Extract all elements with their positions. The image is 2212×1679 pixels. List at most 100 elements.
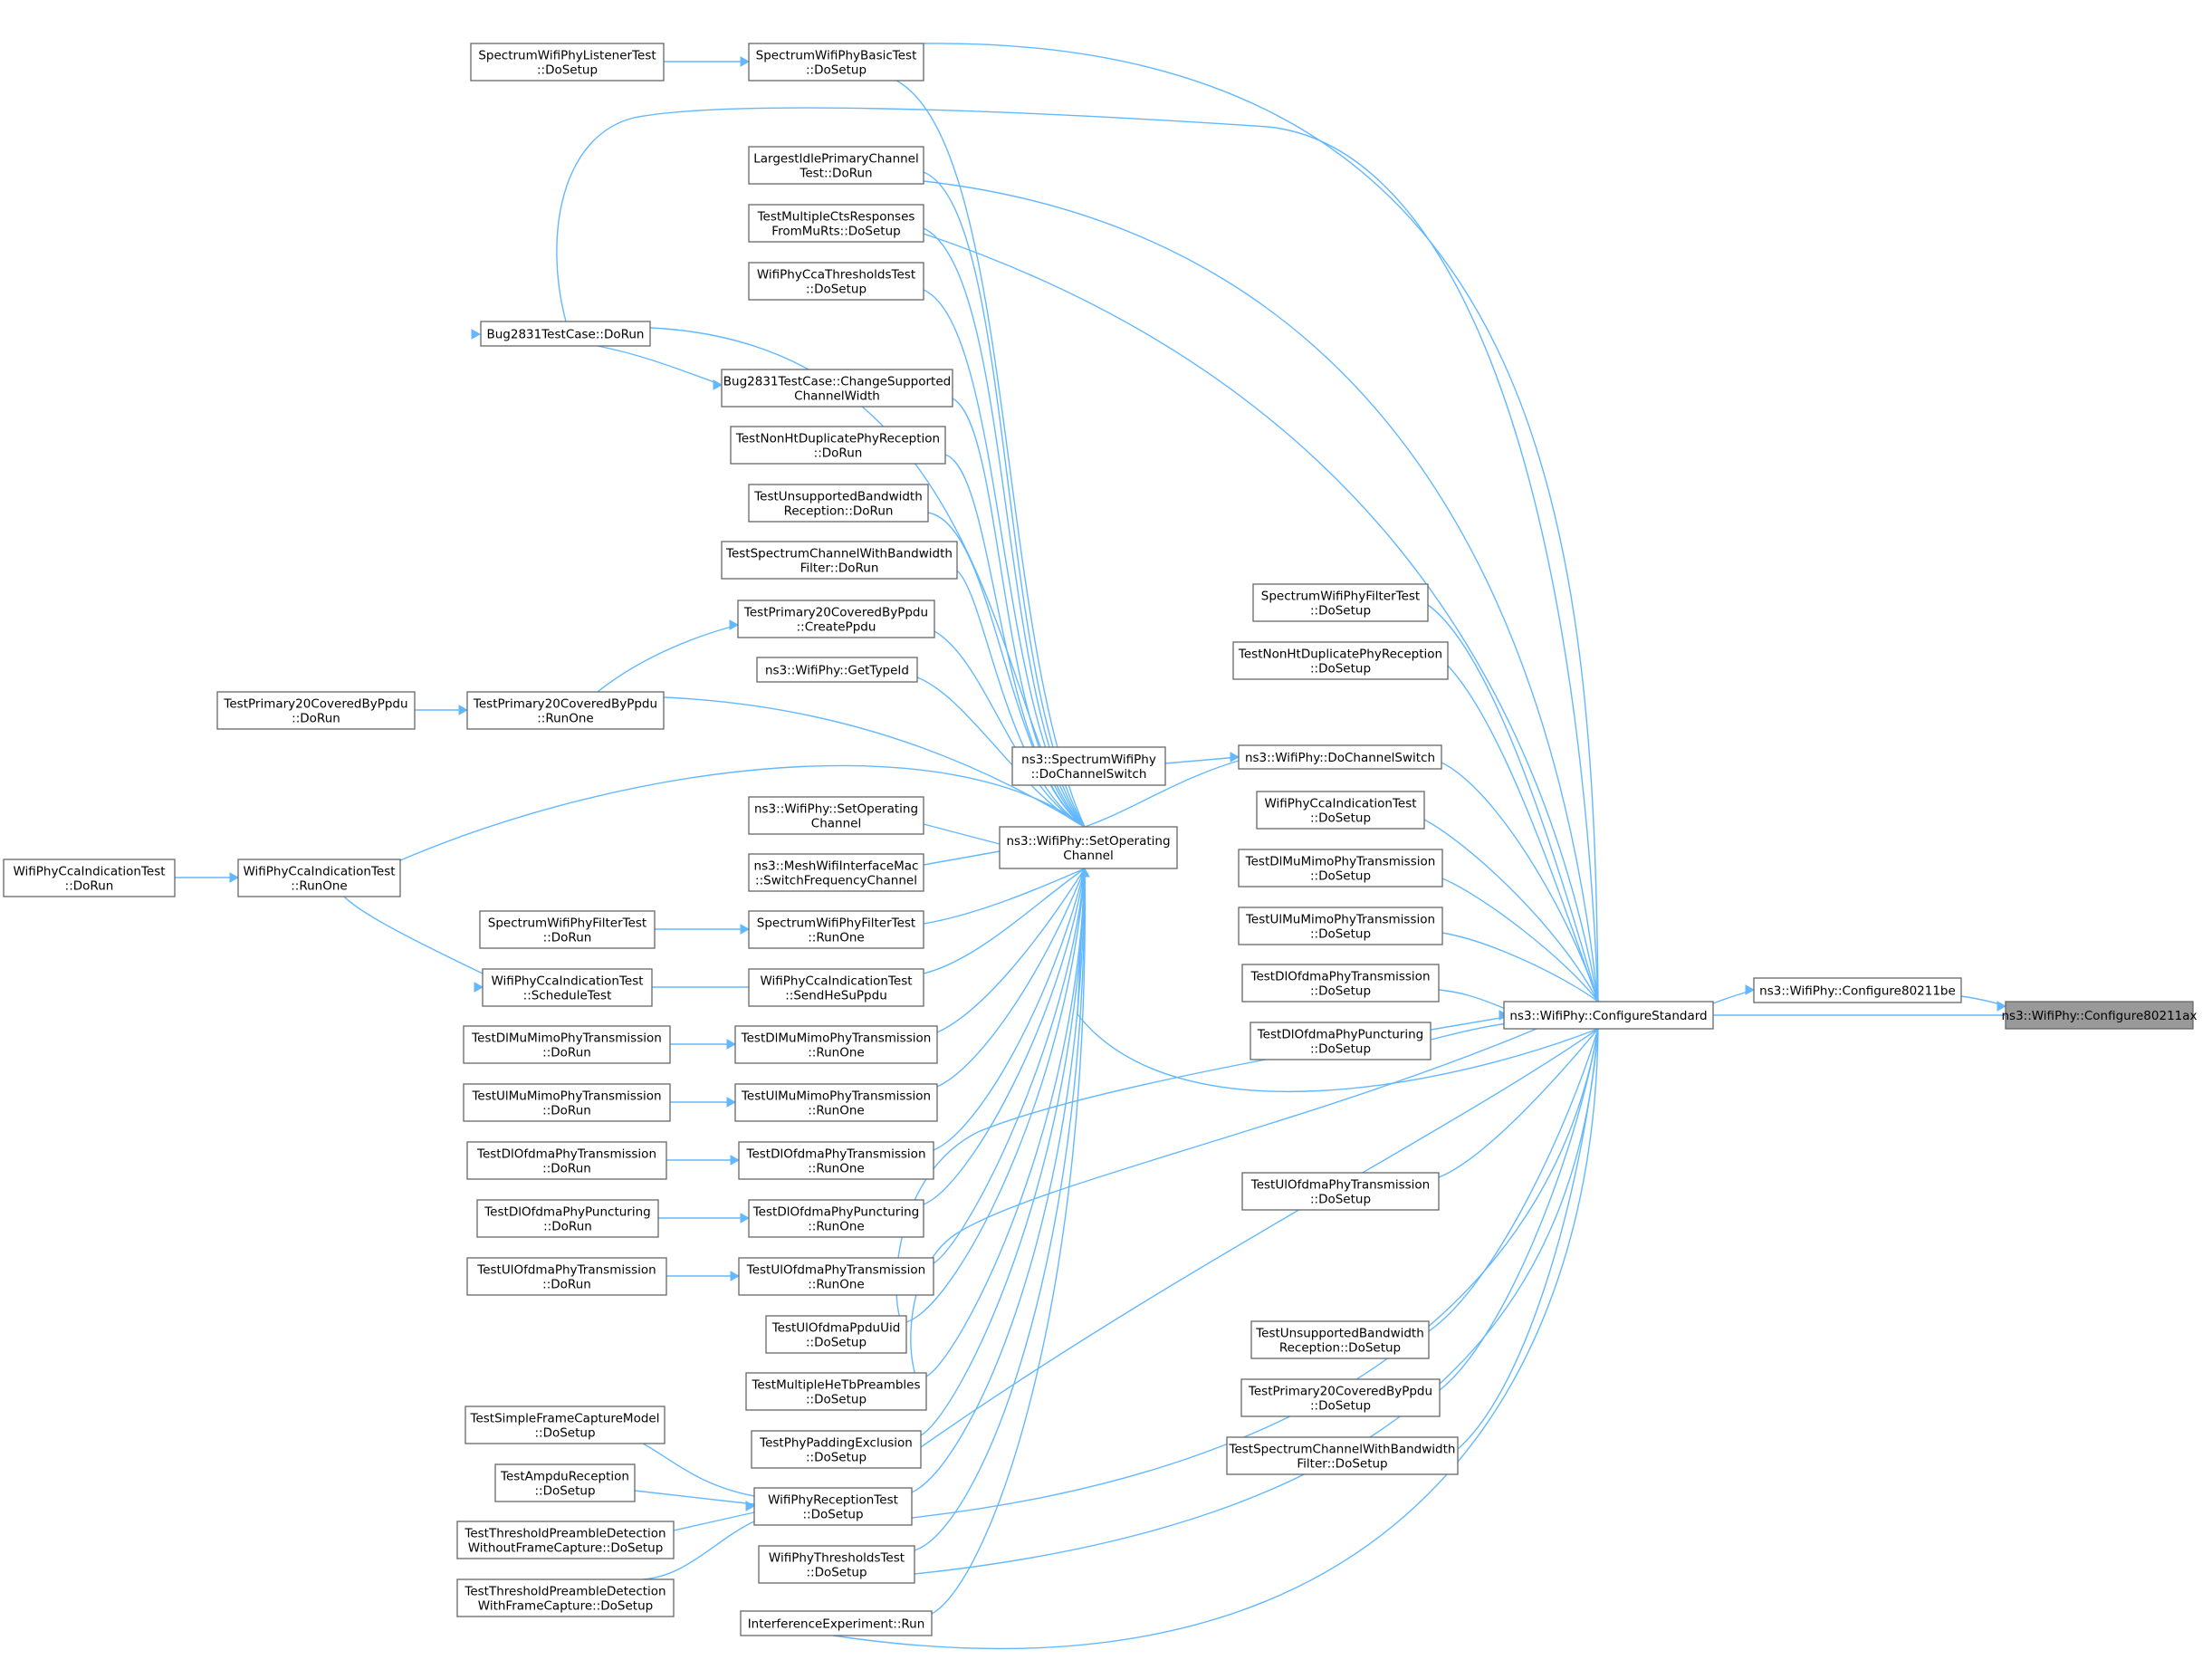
- node-dlMuRunOne[interactable]: TestDlMuMimoPhyTransmission::RunOne: [734, 1025, 938, 1064]
- node-padExcl[interactable]: TestPhyPaddingExclusion::DoSetup: [751, 1430, 922, 1469]
- edge-recepSetup-ampdu: [634, 1490, 755, 1505]
- node-dlPuncDoRun[interactable]: TestDlOfdmaPhyPuncturing::DoRun: [476, 1199, 659, 1238]
- node-ulMuRunOne[interactable]: TestUlMuMimoPhyTransmission::RunOne: [734, 1083, 938, 1122]
- node-thrWith[interactable]: TestThresholdPreambleDetectionWithFrameC…: [456, 1578, 675, 1617]
- node-ccaThresh[interactable]: WifiPhyCcaThresholdsTest::DoSetup: [748, 262, 924, 301]
- node-dlOfdmaSetup[interactable]: TestDlOfdmaPhyTransmission::DoSetup: [1241, 964, 1440, 1003]
- node-unsupBwSetup[interactable]: TestUnsupportedBandwidthReception::DoSet…: [1250, 1320, 1430, 1359]
- node-ccaIndRunOne[interactable]: WifiPhyCcaIndicationTest::RunOne: [237, 859, 401, 897]
- node-label: Reception::DoRun: [784, 504, 894, 519]
- node-label: TestDlOfdmaPhyPuncturing: [752, 1205, 920, 1220]
- node-dlPuncRunOne[interactable]: TestDlOfdmaPhyPuncturing::RunOne: [748, 1199, 924, 1238]
- node-meshSwitch[interactable]: ns3::MeshWifiInterfaceMac::SwitchFrequen…: [748, 853, 924, 892]
- node-label: TestDlOfdmaPhyTransmission: [746, 1147, 926, 1162]
- node-ccaIndSetup[interactable]: WifiPhyCcaIndicationTest::DoSetup: [1256, 791, 1425, 830]
- node-ulOfdmaDoRun[interactable]: TestUlOfdmaPhyTransmission::DoRun: [466, 1257, 667, 1296]
- arrowhead-p20Create: [729, 619, 740, 630]
- node-getTypeId[interactable]: ns3::WifiPhy::GetTypeId: [756, 657, 918, 683]
- node-simpleFc[interactable]: TestSimpleFrameCaptureModel::DoSetup: [464, 1406, 666, 1444]
- node-specChBwRun[interactable]: TestSpectrumChannelWithBandwidthFilter::…: [721, 541, 958, 580]
- node-box: [1011, 746, 1166, 786]
- node-box: [479, 910, 656, 949]
- edge-dlMuRunOne-setOpCh: [936, 868, 1086, 1033]
- node-interfRun[interactable]: InterferenceExperiment::Run: [740, 1610, 933, 1636]
- node-specFilterDoRun[interactable]: SpectrumWifiPhyFilterTest::DoRun: [479, 910, 656, 949]
- node-dlMuSetup[interactable]: TestDlMuMimoPhyTransmission::DoSetup: [1238, 849, 1443, 887]
- node-box: [748, 204, 924, 243]
- node-bug2831Run[interactable]: Bug2831TestCase::DoRun: [480, 321, 651, 347]
- node-label: ::DoRun: [542, 1104, 591, 1118]
- node-box: [751, 1430, 922, 1469]
- node-ccaIndSend[interactable]: WifiPhyCcaIndicationTest::SendHeSuPpdu: [748, 968, 924, 1007]
- node-multiHeTb[interactable]: TestMultipleHeTbPreambles::DoSetup: [745, 1372, 927, 1411]
- node-label: TestUlMuMimoPhyTransmission: [1245, 913, 1435, 927]
- node-ulMuSetup[interactable]: TestUlMuMimoPhyTransmission::DoSetup: [1238, 907, 1443, 945]
- node-ulPpduUid[interactable]: TestUlOfdmaPpduUid::DoSetup: [765, 1315, 907, 1354]
- node-cfgStd[interactable]: ns3::WifiPhy::ConfigureStandard: [1503, 1001, 1714, 1030]
- node-specFilterRunOne[interactable]: SpectrumWifiPhyFilterTest::RunOne: [748, 910, 924, 949]
- node-thrSetup[interactable]: WifiPhyThresholdsTest::DoSetup: [758, 1545, 915, 1584]
- edge-setOpCh-multiCts: [923, 227, 1086, 828]
- node-box: [748, 796, 924, 835]
- node-box: [466, 691, 665, 730]
- node-ccaIndSched[interactable]: WifiPhyCcaIndicationTest::ScheduleTest: [482, 968, 653, 1007]
- node-specDoChSw[interactable]: ns3::SpectrumWifiPhy::DoChannelSwitch: [1011, 746, 1166, 786]
- node-box: [1232, 641, 1449, 680]
- edge-cfgStd-doChSw: [1441, 762, 1599, 1003]
- node-label: TestUnsupportedBandwidth: [1255, 1327, 1424, 1341]
- edge-cfgStd-dlOfdmaSetup: [1438, 989, 1508, 1011]
- node-label: ::DoRun: [543, 1220, 592, 1234]
- node-box: [464, 1406, 666, 1444]
- node-multiCts[interactable]: TestMultipleCtsResponsesFromMuRts::DoSet…: [748, 204, 924, 243]
- node-specBasicSetup[interactable]: SpectrumWifiPhyBasicTest::DoSetup: [748, 43, 924, 82]
- node-label: ChannelWidth: [794, 389, 880, 404]
- node-box: [1241, 1172, 1440, 1211]
- node-p20DoRun[interactable]: TestPrimary20CoveredByPpdu::DoRun: [216, 691, 416, 730]
- node-label: FromMuRts::DoSetup: [771, 225, 900, 239]
- node-p20Setup[interactable]: TestPrimary20CoveredByPpdu::DoSetup: [1240, 1378, 1441, 1417]
- node-recepSetup[interactable]: WifiPhyReceptionTest::DoSetup: [753, 1487, 913, 1526]
- node-ulOfdmaRunOne[interactable]: TestUlOfdmaPhyTransmission::RunOne: [738, 1257, 934, 1296]
- node-ccaIndDoRun[interactable]: WifiPhyCcaIndicationTest::DoRun: [3, 859, 176, 897]
- node-label: ns3::WifiPhy::GetTypeId: [765, 664, 909, 678]
- node-ampdu[interactable]: TestAmpduReception::DoSetup: [494, 1463, 636, 1502]
- node-ulMuDoRun[interactable]: TestUlMuMimoPhyTransmission::DoRun: [463, 1083, 671, 1122]
- node-label: ns3::SpectrumWifiPhy: [1021, 753, 1156, 767]
- node-p20RunOne[interactable]: TestPrimary20CoveredByPpdu::RunOne: [466, 691, 665, 730]
- arrowhead-doChSw: [1230, 752, 1240, 763]
- node-thrWithout[interactable]: TestThresholdPreambleDetectionWithoutFra…: [456, 1521, 675, 1559]
- node-label: Bug2831TestCase::DoRun: [486, 328, 644, 342]
- node-dlMuDoRun[interactable]: TestDlMuMimoPhyTransmission::DoRun: [463, 1025, 671, 1064]
- node-label: SpectrumWifiPhyListenerTest: [478, 49, 656, 63]
- node-dlOfdmaDoRun[interactable]: TestDlOfdmaPhyTransmission::DoRun: [466, 1141, 667, 1180]
- node-specListenerSetup[interactable]: SpectrumWifiPhyListenerTest::DoSetup: [470, 43, 665, 82]
- node-box: [463, 1025, 671, 1064]
- node-label: TestDlMuMimoPhyTransmission: [1245, 855, 1436, 869]
- node-label: ::DoSetup: [806, 1336, 867, 1350]
- node-dlPuncSetup[interactable]: TestDlOfdmaPhyPuncturing::DoSetup: [1250, 1022, 1432, 1060]
- node-label: SpectrumWifiPhyFilterTest: [757, 916, 915, 931]
- node-label: TestNonHtDuplicatePhyReception: [735, 432, 940, 446]
- node-cfg80211be[interactable]: ns3::WifiPhy::Configure80211be: [1753, 977, 1962, 1003]
- node-label: TestUlOfdmaPhyTransmission: [1250, 1178, 1430, 1193]
- node-specChBwSetup[interactable]: TestSpectrumChannelWithBandwidthFilter::…: [1226, 1436, 1459, 1475]
- node-bug2831Change[interactable]: Bug2831TestCase::ChangeSupportedChannelW…: [721, 369, 953, 408]
- node-label: ::DoSetup: [1310, 1042, 1371, 1057]
- node-ulOfdmaSetup[interactable]: TestUlOfdmaPhyTransmission::DoSetup: [1241, 1172, 1440, 1211]
- node-dlOfdmaRunOne[interactable]: TestDlOfdmaPhyTransmission::RunOne: [738, 1141, 934, 1180]
- edge-cfgStd-unsupBwSetup: [1428, 1028, 1599, 1332]
- node-label: TestDlOfdmaPhyPuncturing: [1257, 1028, 1424, 1042]
- node-nonHtDupSetup[interactable]: TestNonHtDuplicatePhyReception::DoSetup: [1232, 641, 1449, 680]
- node-label: ::DoSetup: [534, 1484, 595, 1499]
- node-p20Create[interactable]: TestPrimary20CoveredByPpdu::CreatePpdu: [737, 600, 935, 638]
- node-doChSw[interactable]: ns3::WifiPhy::DoChannelSwitch: [1238, 744, 1442, 770]
- node-label: TestUlMuMimoPhyTransmission: [741, 1089, 931, 1104]
- arrowhead-cfg80211ax: [1997, 1001, 2007, 1012]
- node-cfg80211ax[interactable]: ns3::WifiPhy::Configure80211ax: [2001, 1001, 2198, 1030]
- node-nonHtDupRun[interactable]: TestNonHtDuplicatePhyReception::DoRun: [730, 426, 946, 465]
- node-specFilterSetup[interactable]: SpectrumWifiPhyFilterTest::DoSetup: [1252, 583, 1429, 622]
